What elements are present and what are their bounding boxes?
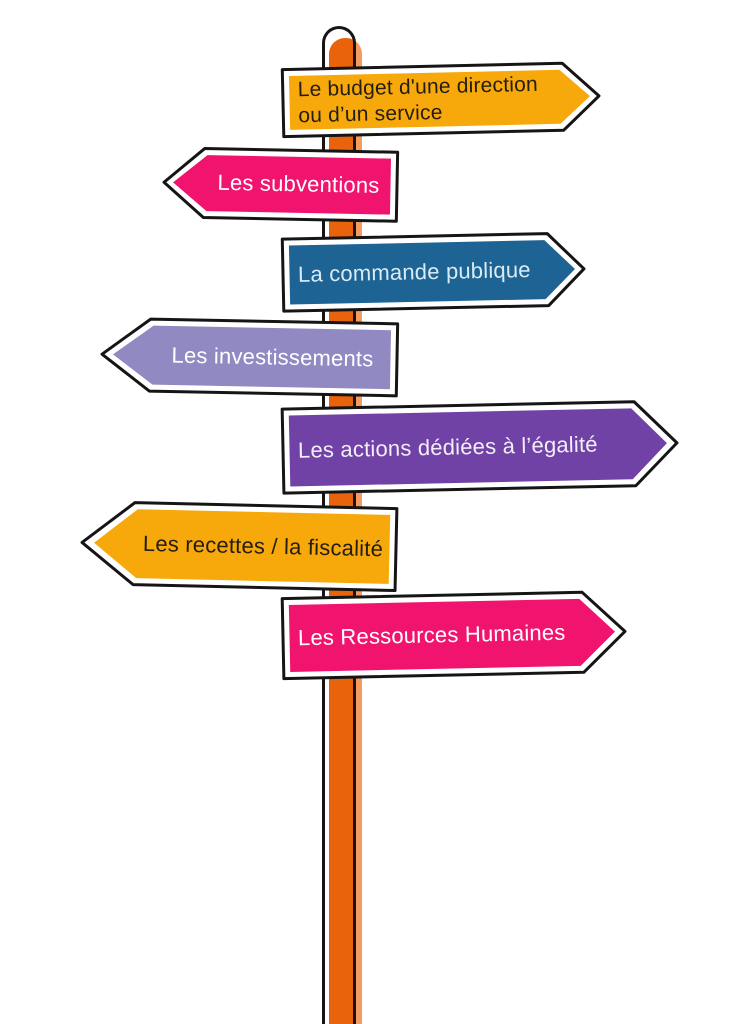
sign-subventions: Les subventions xyxy=(161,146,400,224)
sign-label-line1: La commande publique xyxy=(297,256,531,287)
sign-label: Les actions dédiées à l’égalité xyxy=(297,400,630,495)
sign-label: La commande publique xyxy=(297,232,541,313)
arrow-right-shape xyxy=(280,232,586,313)
sign-label: Les recettes / la fiscalité xyxy=(139,501,387,593)
arrow-right-shape xyxy=(280,400,679,495)
sign-label: Le budget d'une direction ou d’un servic… xyxy=(297,61,554,138)
sign-recettes-fiscalite: Les recettes / la fiscalité xyxy=(79,499,399,593)
sign-label-line1: Les subventions xyxy=(217,170,380,199)
sign-budget-direction-service: Le budget d'une direction ou d’un servic… xyxy=(280,60,602,139)
arrow-left-shape xyxy=(162,147,400,223)
sign-label-line1: Les Ressources Humaines xyxy=(297,619,566,651)
sign-label-line1: Le budget d'une direction xyxy=(297,73,539,102)
sign-investissements: Les investissements xyxy=(99,316,400,398)
sign-label-line1: Les investissements xyxy=(171,342,374,372)
sign-label: Les Ressources Humaines xyxy=(297,590,578,680)
sign-label-line1: Les recettes / la fiscalité xyxy=(142,530,384,562)
arrow-left-shape xyxy=(100,317,400,398)
arrow-left-shape xyxy=(80,501,399,593)
sign-label: Les subventions xyxy=(207,147,389,223)
sign-ressources-humaines: Les Ressources Humaines xyxy=(280,589,628,681)
arrow-right-shape xyxy=(280,590,627,681)
sign-label-line1: Les actions dédiées à l’égalité xyxy=(297,431,598,463)
sign-label-line2: ou d’un service xyxy=(298,100,443,127)
sign-label: Les investissements xyxy=(155,317,389,397)
sign-actions-egalite: Les actions dédiées à l’égalité xyxy=(280,399,680,495)
arrow-right-shape xyxy=(280,61,601,139)
sign-commande-publique: La commande publique xyxy=(280,231,587,313)
